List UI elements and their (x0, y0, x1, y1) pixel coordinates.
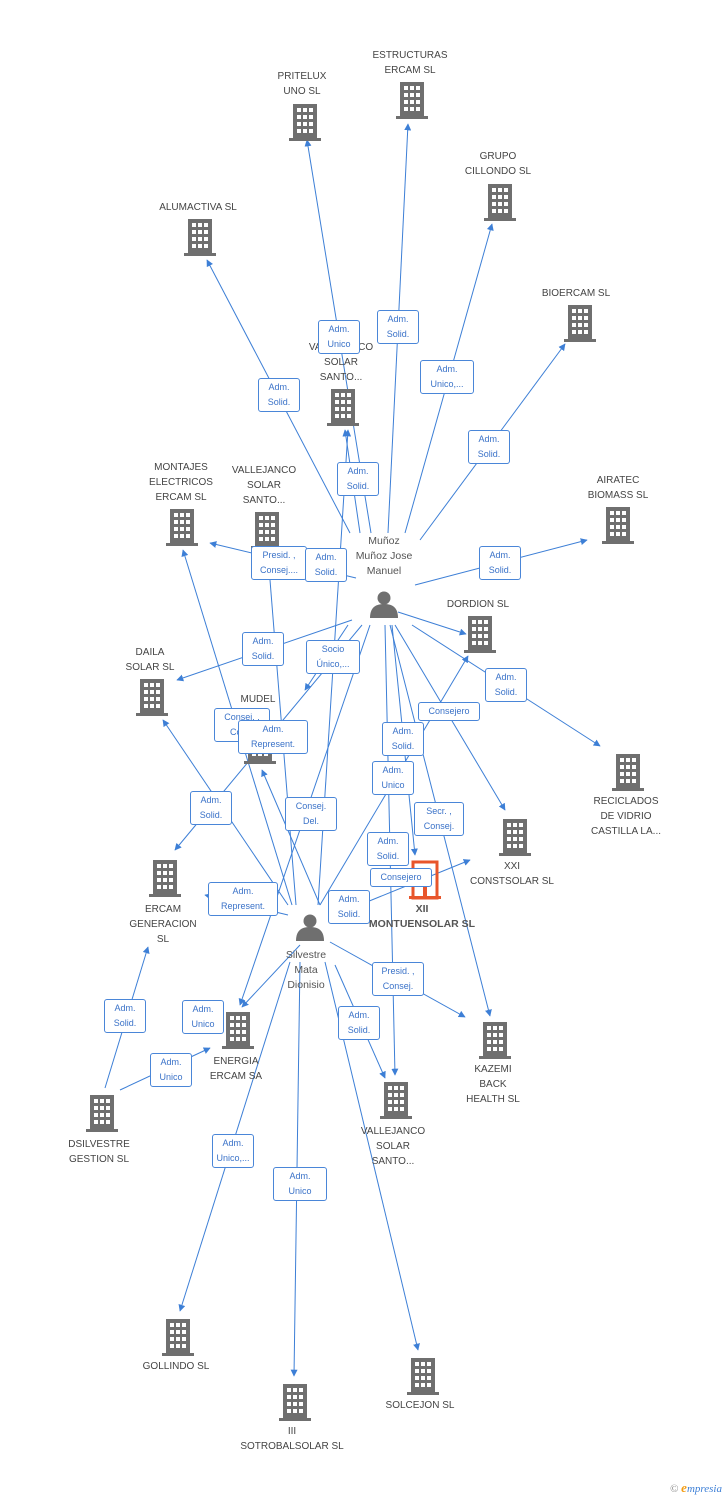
role-label-18: Consej. Del. (285, 797, 337, 831)
company-label-xxi[interactable]: XXI CONSTSOLAR SL (470, 861, 554, 887)
role-label-8: Adm. Solid. (479, 546, 521, 580)
building-icon-gollindo[interactable] (162, 1319, 194, 1356)
company-label-airatec[interactable]: AIRATEC BIOMASS SL (587, 475, 649, 501)
role-label-17: Adm. Solid. (190, 791, 232, 825)
company-label-pritelux[interactable]: PRITELUX UNO SL (277, 71, 327, 97)
role-label-27: Adm. Solid. (104, 999, 146, 1033)
person-icon-silvestre[interactable] (296, 914, 324, 942)
company-label-energia[interactable]: ENERGIA ERCAM SA (209, 1056, 263, 1082)
edge-silvestre-to-energia (241, 944, 301, 1008)
role-label-4: Adm. Solid. (337, 462, 379, 496)
role-label-21: Consejero (370, 868, 432, 887)
role-label-11: Adm. Solid. (485, 668, 527, 702)
role-label-23: Adm. Solid. (328, 890, 370, 924)
building-icon-dordion[interactable] (464, 616, 496, 653)
company-label-alumactiva[interactable]: ALUMACTIVA SL (159, 202, 237, 213)
company-label-gollindo[interactable]: GOLLINDO SL (142, 1361, 210, 1372)
building-icon-reciclados[interactable] (612, 754, 644, 791)
role-label-13: Adm. Represent. (238, 720, 308, 754)
role-label-3: Adm. Solid. (258, 378, 300, 412)
edges-layer (104, 123, 601, 1377)
person-label-munoz[interactable]: Muñoz Muñoz Jose Manuel (355, 535, 413, 577)
company-label-vallejanco2[interactable]: VALLEJANCO SOLAR SANTO... (231, 465, 297, 506)
building-icon-vallejanco2[interactable] (251, 512, 283, 549)
building-icon-vallejanco3[interactable] (380, 1082, 412, 1119)
role-label-29: Adm. Unico,... (212, 1134, 254, 1168)
footer-brand: © empresia (670, 1480, 722, 1496)
company-label-daila[interactable]: DAILA SOLAR SL (125, 647, 175, 673)
building-icon-xxi[interactable] (499, 819, 531, 856)
edge-munoz-to-dordion (397, 611, 467, 636)
role-label-15: Adm. Solid. (382, 722, 424, 756)
role-label-9: Adm. Solid. (242, 632, 284, 666)
person-icon-munoz[interactable] (370, 591, 398, 619)
building-icon-alumactiva[interactable] (184, 219, 216, 256)
role-label-14: Consejero (418, 702, 480, 721)
company-label-montajes[interactable]: MONTAJES ELECTRICOS ERCAM SL (149, 462, 213, 503)
company-label-vallejanco3[interactable]: VALLEJANCO SOLAR SANTO... (360, 1126, 426, 1167)
brand-logo-e: e (681, 1480, 687, 1495)
building-icon-vallejanco1[interactable] (327, 389, 359, 426)
company-label-kazemi[interactable]: KAZEMI BACK HEALTH SL (466, 1064, 520, 1105)
edge-silvestre-to-mudel (261, 769, 321, 906)
building-icon-grupo[interactable] (484, 184, 516, 221)
role-label-25: Adm. Solid. (338, 1006, 380, 1040)
company-label-sotrobal[interactable]: III SOTROBALSOLAR SL (240, 1426, 344, 1452)
role-label-7: Adm. Solid. (305, 548, 347, 582)
company-label-reciclados[interactable]: RECICLADOS DE VIDRIO CASTILLA LA... (590, 796, 662, 837)
building-icon-sotrobal[interactable] (279, 1384, 311, 1421)
company-label-dsilvestre[interactable]: DSILVESTRE GESTION SL (68, 1139, 130, 1165)
building-icon-airatec[interactable] (602, 507, 634, 544)
building-icon-solcejon[interactable] (407, 1358, 439, 1395)
building-icon-dsilvestre[interactable] (86, 1095, 118, 1132)
role-label-0: Adm. Unico (318, 320, 360, 354)
role-label-2: Adm. Unico,... (420, 360, 474, 394)
building-icon-pritelux[interactable] (289, 104, 321, 141)
company-label-dordion[interactable]: DORDION SL (446, 599, 510, 610)
company-label-mudel[interactable]: MUDEL (240, 694, 276, 705)
company-label-bioercam[interactable]: BIOERCAM SL (541, 288, 611, 299)
role-label-20: Adm. Solid. (367, 832, 409, 866)
role-label-10: Socio Único,... (306, 640, 360, 674)
copyright-text: © (670, 1483, 679, 1495)
company-label-ercamgen[interactable]: ERCAM GENERACION SL (129, 904, 197, 945)
role-label-5: Adm. Solid. (468, 430, 510, 464)
role-label-6: Presid. , Consej.... (251, 546, 307, 580)
building-icon-montajes[interactable] (166, 509, 198, 546)
role-label-30: Adm. Unico (273, 1167, 327, 1201)
company-label-estructuras[interactable]: ESTRUCTURAS ERCAM SL (372, 50, 448, 76)
role-label-28: Adm. Unico (150, 1053, 192, 1087)
role-label-22: Adm. Represent. (208, 882, 278, 916)
company-label-grupo[interactable]: GRUPO CILLONDO SL (464, 151, 532, 177)
role-label-1: Adm. Solid. (377, 310, 419, 344)
role-label-24: Presid. , Consej. (372, 962, 424, 996)
building-icon-ercamgen[interactable] (149, 860, 181, 897)
person-label-silvestre[interactable]: Silvestre Mata Dionisio (285, 949, 327, 991)
role-label-26: Adm. Unico (182, 1000, 224, 1034)
building-icon-kazemi[interactable] (479, 1022, 511, 1059)
company-label-xii[interactable]: XII MONTUENSOLAR SL (368, 903, 476, 930)
building-icon-daila[interactable] (136, 679, 168, 716)
role-label-19: Secr. , Consej. (414, 802, 464, 836)
company-label-solcejon[interactable]: SOLCEJON SL (385, 1400, 455, 1411)
role-label-16: Adm. Unico (372, 761, 414, 795)
building-icon-energia[interactable] (222, 1012, 254, 1049)
building-icon-bioercam[interactable] (564, 305, 596, 342)
brand-name: mpresia (686, 1483, 722, 1495)
nodes-layer (86, 82, 644, 1421)
building-icon-estructuras[interactable] (396, 82, 428, 119)
